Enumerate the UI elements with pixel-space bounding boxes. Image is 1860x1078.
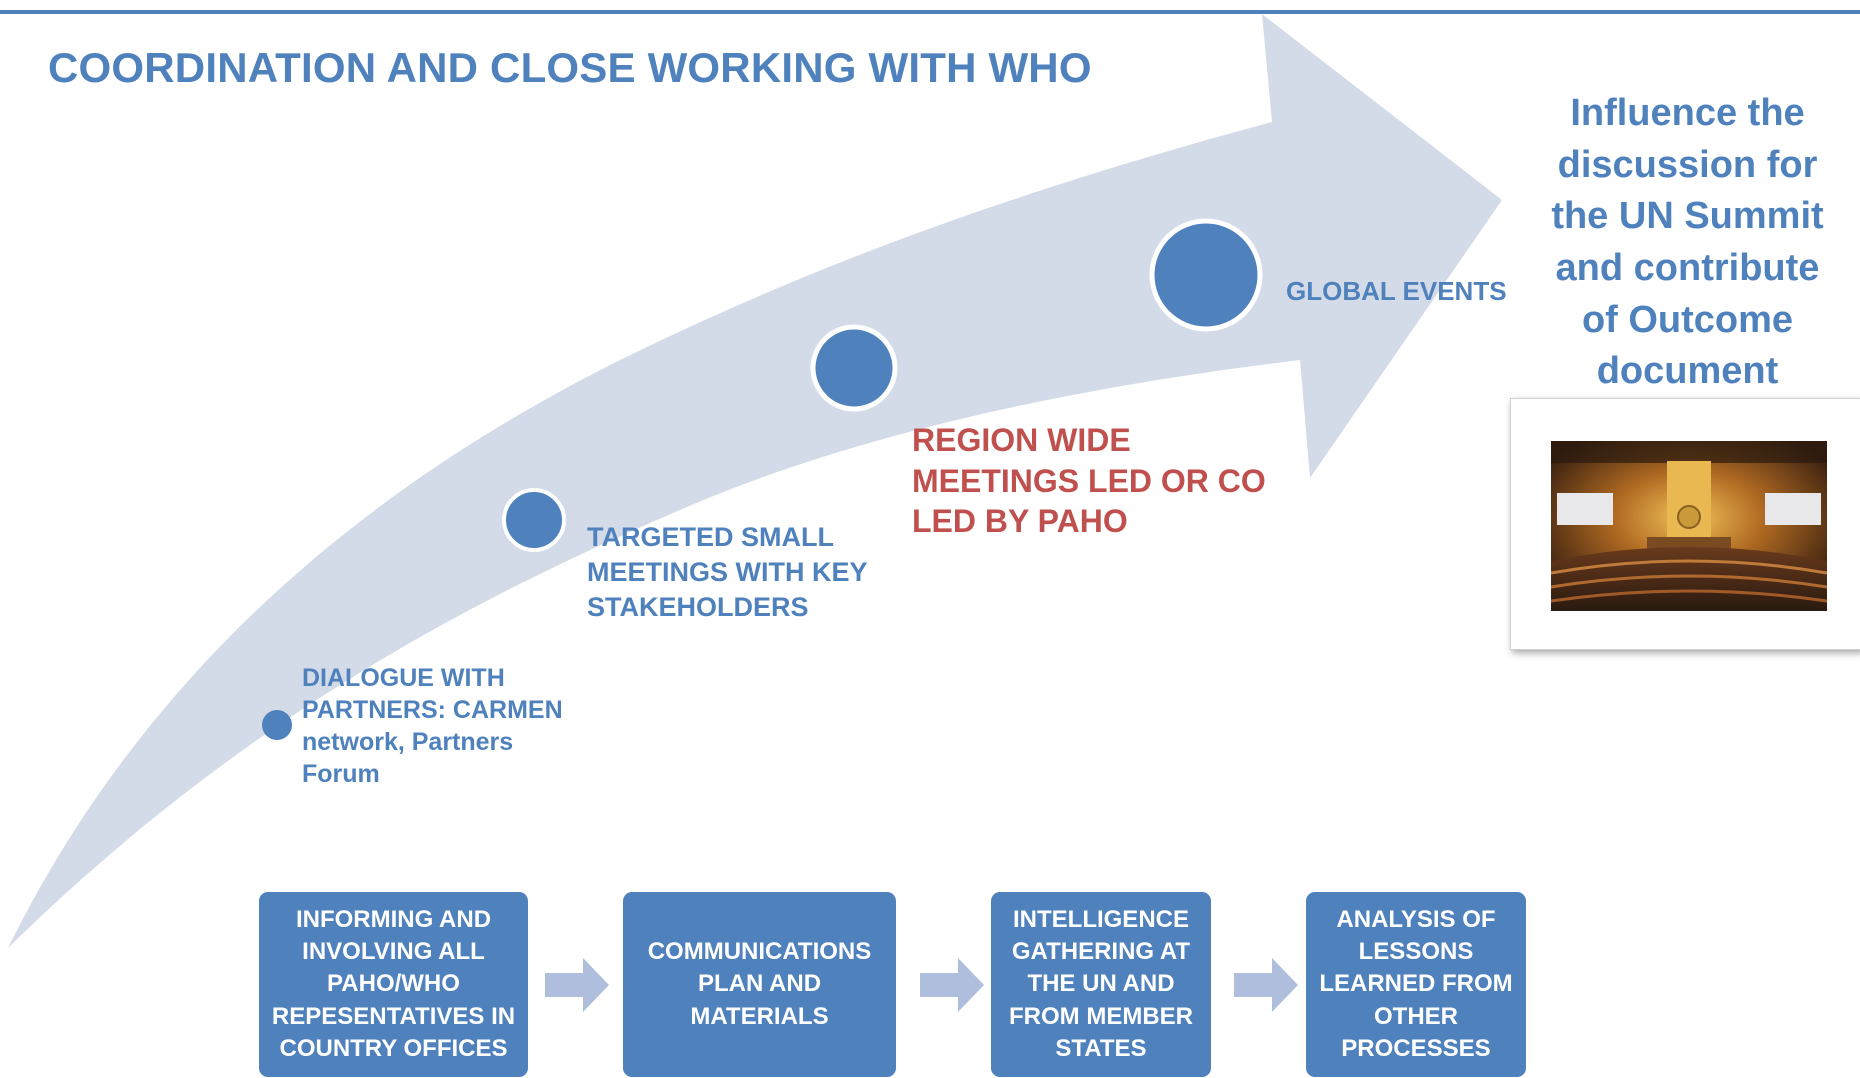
milestone-label-targeted-meetings: TARGETED SMALL MEETINGS WITH KEY STAKEHO…: [587, 522, 868, 623]
milestone-dot-dialogue: [262, 710, 292, 740]
right-arrow-icon: [1234, 958, 1298, 1012]
milestone-dot-targeted: [502, 488, 566, 552]
milestone-label-dialogue: DIALOGUE WITH PARTNERS: CARMEN network, …: [302, 664, 563, 788]
milestone-dot-global: [1149, 218, 1263, 332]
milestone-label-region-wide-meetings: REGION WIDE MEETINGS LED OR CO LED BY PA…: [912, 422, 1266, 540]
process-step-intelligence-gathering: INTELLIGENCE GATHERING AT THE UN AND FRO…: [991, 892, 1211, 1077]
milestone-dot-region: [810, 324, 898, 412]
process-step-informing: INFORMING AND INVOLVING ALL PAHO/WHO REP…: [259, 892, 528, 1077]
top-rule: [0, 10, 1860, 14]
right-arrow-icon: [920, 958, 984, 1012]
process-step-communications: COMMUNICATIONS PLAN AND MATERIALS: [623, 892, 896, 1077]
un-general-assembly-hall-photo: [1551, 441, 1827, 611]
big-curved-arrow: [8, 14, 1502, 948]
page-title: COORDINATION AND CLOSE WORKING WITH WHO: [48, 44, 1092, 91]
outcome-goal-text: Influence the discussion for the UN Summ…: [1551, 92, 1824, 393]
right-arrow-icon: [545, 958, 609, 1012]
milestone-label-global-events: GLOBAL EVENTS: [1286, 276, 1507, 306]
photo-frame: [1510, 398, 1860, 650]
milestone-dots: [262, 218, 1263, 740]
process-step-lessons-learned: ANALYSIS OF LESSONS LEARNED FROM OTHER P…: [1306, 892, 1526, 1077]
